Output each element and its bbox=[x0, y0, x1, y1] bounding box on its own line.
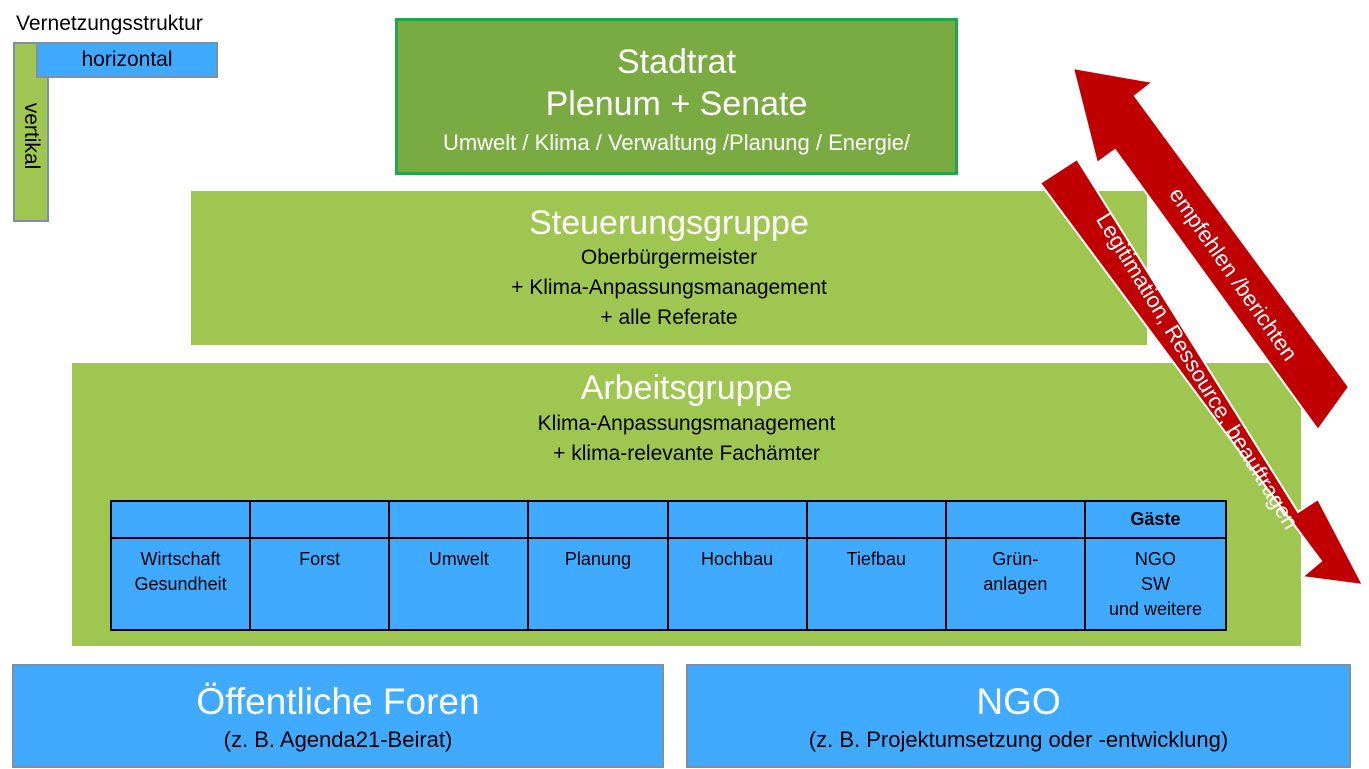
department-header bbox=[946, 502, 1086, 539]
arrow-down-shape bbox=[1038, 157, 1365, 587]
arbeitsgruppe-line: + klima-relevante Fachämter bbox=[553, 442, 820, 465]
department-header bbox=[112, 502, 252, 539]
legend-title: Vernetzungsstruktur bbox=[16, 12, 203, 35]
department-cell-line: NGO bbox=[1134, 549, 1176, 569]
department-header bbox=[807, 502, 947, 539]
stadtrat-topics: Umwelt / Klima / Verwaltung /Planung / E… bbox=[442, 130, 911, 155]
oeffentliche-foren-title: Öffentliche Foren bbox=[196, 681, 480, 722]
oeffentliche-foren-subtitle: (z. B. Agenda21-Beirat) bbox=[223, 727, 453, 752]
department-cell-line: Forst bbox=[299, 549, 341, 569]
department-cell-line: Hochbau bbox=[701, 549, 774, 569]
steuerungsgruppe-line: + alle Referate bbox=[600, 306, 738, 329]
department-cell-line: Gesundheit bbox=[134, 574, 227, 594]
ngo-subtitle: (z. B. Projektumsetzung oder -entwicklun… bbox=[808, 727, 1229, 752]
legend-horizontal-bar: horizontal bbox=[36, 42, 218, 78]
department-cell: Umwelt bbox=[390, 539, 530, 629]
arbeitsgruppe-title: Arbeitsgruppe bbox=[580, 369, 793, 407]
steuerungsgruppe-title: Steuerungsgruppe bbox=[529, 204, 809, 242]
department-cell-line: Planung bbox=[564, 549, 631, 569]
department-header bbox=[251, 502, 391, 539]
department-cell-line: Umwelt bbox=[428, 549, 489, 569]
steuerungsgruppe-box: Steuerungsgruppe Oberbürgermeister + Kli… bbox=[191, 191, 1147, 345]
department-cell-line: und weitere bbox=[1108, 599, 1202, 619]
ngo-title: NGO bbox=[976, 681, 1061, 722]
arrow-up-shape bbox=[1071, 66, 1351, 432]
department-header bbox=[529, 502, 669, 539]
department-cell: Planung bbox=[529, 539, 669, 629]
department-cell: Forst bbox=[251, 539, 391, 629]
department-cell: Grün-anlagen bbox=[947, 539, 1086, 629]
stadtrat-box: Stadtrat Plenum + Senate Umwelt / Klima … bbox=[395, 18, 958, 175]
steuerungsgruppe-line: Oberbürgermeister bbox=[580, 246, 758, 269]
arbeitsgruppe-line: Klima-Anpassungsmanagement bbox=[537, 412, 836, 435]
steuerungsgruppe-line: + Klima-Anpassungsmanagement bbox=[511, 276, 827, 299]
legend-horizontal-label: horizontal bbox=[81, 48, 173, 71]
department-header: Gäste bbox=[1085, 502, 1225, 539]
department-cell-line: SW bbox=[1140, 574, 1170, 594]
oeffentliche-foren-box: Öffentliche Foren (z. B. Agenda21-Beirat… bbox=[12, 664, 664, 768]
department-cell: Tiefbau bbox=[808, 539, 947, 629]
department-cell: Hochbau bbox=[669, 539, 808, 629]
department-cell-line: Grün- bbox=[992, 549, 1039, 569]
ngo-box: NGO (z. B. Projektumsetzung oder -entwic… bbox=[686, 664, 1351, 768]
department-header bbox=[390, 502, 530, 539]
stadtrat-subtitle: Plenum + Senate bbox=[545, 85, 808, 123]
department-header bbox=[668, 502, 808, 539]
department-cell-line: anlagen bbox=[983, 574, 1048, 594]
department-cell: NGO SW und weitere bbox=[1086, 539, 1225, 629]
department-cell-line: Wirtschaft bbox=[140, 549, 221, 569]
stadtrat-title: Stadtrat bbox=[616, 43, 737, 81]
department-cell-line: Tiefbau bbox=[846, 549, 906, 569]
